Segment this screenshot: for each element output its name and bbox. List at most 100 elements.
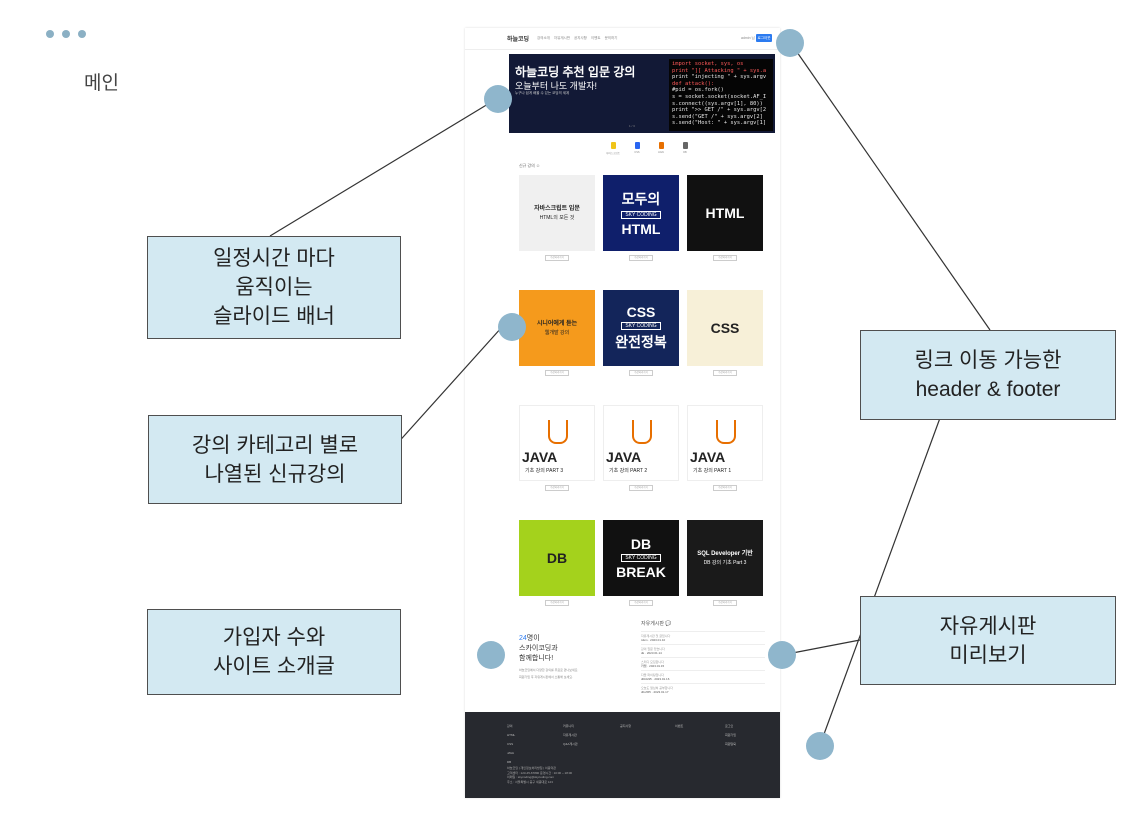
nav-item[interactable]: 공지사항 xyxy=(574,36,587,40)
footer-info-line: 하늘코딩 | 개인정보처리방침 | 이용약관 xyxy=(507,766,557,770)
enroll-button[interactable]: 수강하러가기 xyxy=(629,370,653,376)
css-icon[interactable] xyxy=(634,142,640,149)
category-item[interactable]: CSS xyxy=(629,142,645,155)
category-item[interactable]: 자바스크립트 xyxy=(605,142,621,155)
footer-link[interactable]: 강의 xyxy=(507,724,513,728)
board-pin xyxy=(768,641,796,669)
window-dots xyxy=(46,30,86,38)
enroll-button[interactable]: 수강하러가기 xyxy=(545,370,569,376)
course-title: HTML xyxy=(705,205,745,221)
nav-item[interactable]: 강의소개 xyxy=(537,36,550,40)
logout-button[interactable]: 로그아웃 xyxy=(756,34,772,42)
banner-pin xyxy=(484,85,512,113)
board-title[interactable]: 자유게시판 💬 xyxy=(641,621,672,627)
course-thumbnail[interactable]: CSS xyxy=(687,290,763,366)
footer-link[interactable]: CSS xyxy=(507,742,514,746)
post-title: 강의 질문 있습니다 xyxy=(641,647,665,651)
footer-link[interactable]: 회원가입 xyxy=(725,733,737,737)
category-item[interactable]: JAVA xyxy=(653,142,669,155)
enroll-button[interactable]: 수강하러가기 xyxy=(629,255,653,261)
footer-link[interactable]: Q&A게시판 xyxy=(563,742,578,746)
slide-title: 메인 xyxy=(84,73,119,94)
footer-link[interactable]: 커뮤니티 xyxy=(563,724,575,728)
java-icon[interactable] xyxy=(658,142,664,149)
category-label: 자바스크립트 xyxy=(606,152,620,155)
site-logo[interactable]: 하늘코딩 xyxy=(507,37,530,43)
javascript-icon[interactable] xyxy=(610,142,616,149)
site-header: 하늘코딩 강의소개 자유게시판 공지사항 이벤트 문의하기 admin 님 로그… xyxy=(465,28,780,50)
footer-link[interactable]: DB xyxy=(507,760,512,764)
footer-column: 강의 HTML CSS JAVA DB xyxy=(507,724,515,764)
footer-link[interactable]: 이벤트 xyxy=(675,724,684,728)
enroll-button[interactable]: 수강하러가기 xyxy=(545,255,569,261)
banner-description: 누구나 쉽게 배울 수 있는 코딩의 세계 xyxy=(515,91,570,95)
footer-column: 공지사항 xyxy=(620,724,631,728)
banner-indicator[interactable]: 1 / 3 xyxy=(629,124,635,128)
admin-label: admin 님 xyxy=(741,36,755,40)
footer-column: 이벤트 xyxy=(675,724,683,728)
enroll-button[interactable]: 수강하러가기 xyxy=(713,600,737,606)
course-card[interactable]: CSS 수강하러가기 xyxy=(687,290,763,376)
slide-banner[interactable]: 하늘코딩 추천 입문 강의 오늘부터 나도 개발자! 누구나 쉽게 배울 수 있… xyxy=(509,54,775,133)
footer-link[interactable]: 자유게시판 xyxy=(563,733,577,737)
nav-item[interactable]: 자유게시판 xyxy=(553,36,570,40)
site-intro-2: 회원가입 후 자유게시판에서 소통해 보세요. xyxy=(519,675,573,679)
enroll-button[interactable]: 수강하러가기 xyxy=(629,485,653,491)
enroll-button[interactable]: 수강하러가기 xyxy=(629,600,653,606)
enroll-button[interactable]: 수강하러가기 xyxy=(545,600,569,606)
footer-link[interactable]: 공지사항 xyxy=(620,724,632,728)
footer-pin xyxy=(806,732,834,760)
enroll-button[interactable]: 수강하러가기 xyxy=(713,255,737,261)
database-icon[interactable] xyxy=(682,142,688,149)
code-line: print ">> GET /" + sys.argv[2 xyxy=(672,107,767,114)
enroll-button[interactable]: 수강하러가기 xyxy=(545,485,569,491)
footer-link[interactable]: 회원탈퇴 xyxy=(725,742,737,746)
banner-subtitle: 오늘부터 나도 개발자! xyxy=(515,81,598,91)
footer-link[interactable]: HTML xyxy=(507,733,516,737)
course-title: 시니어에게 듣는 xyxy=(536,321,578,327)
course-thumbnail[interactable]: HTML xyxy=(687,175,763,251)
enroll-button[interactable]: 수강하러가기 xyxy=(713,485,737,491)
category-item[interactable]: DB xyxy=(677,142,693,155)
category-pin xyxy=(498,313,526,341)
footer-link[interactable]: JAVA xyxy=(507,751,515,755)
footer-link[interactable]: 로그인 xyxy=(725,724,734,728)
course-title: DB xyxy=(546,550,568,566)
nav-item[interactable]: 문의하기 xyxy=(604,36,618,40)
course-thumbnail[interactable]: DB xyxy=(519,520,595,596)
nav-item[interactable]: 이벤트 xyxy=(590,36,601,40)
join-pin xyxy=(477,641,505,669)
code-line: import socket, sys, os xyxy=(672,61,744,67)
enroll-button[interactable]: 수강하러가기 xyxy=(713,370,737,376)
course-card[interactable]: HTML 수강하러가기 xyxy=(687,175,763,261)
banner-annotation: 일정시간 마다 움직이는 슬라이드 배너 xyxy=(147,236,401,339)
footer-info-line: 이메일 : skycoding@skycoding.com xyxy=(507,775,555,779)
course-card[interactable]: DB 수강하러가기 xyxy=(519,520,595,606)
